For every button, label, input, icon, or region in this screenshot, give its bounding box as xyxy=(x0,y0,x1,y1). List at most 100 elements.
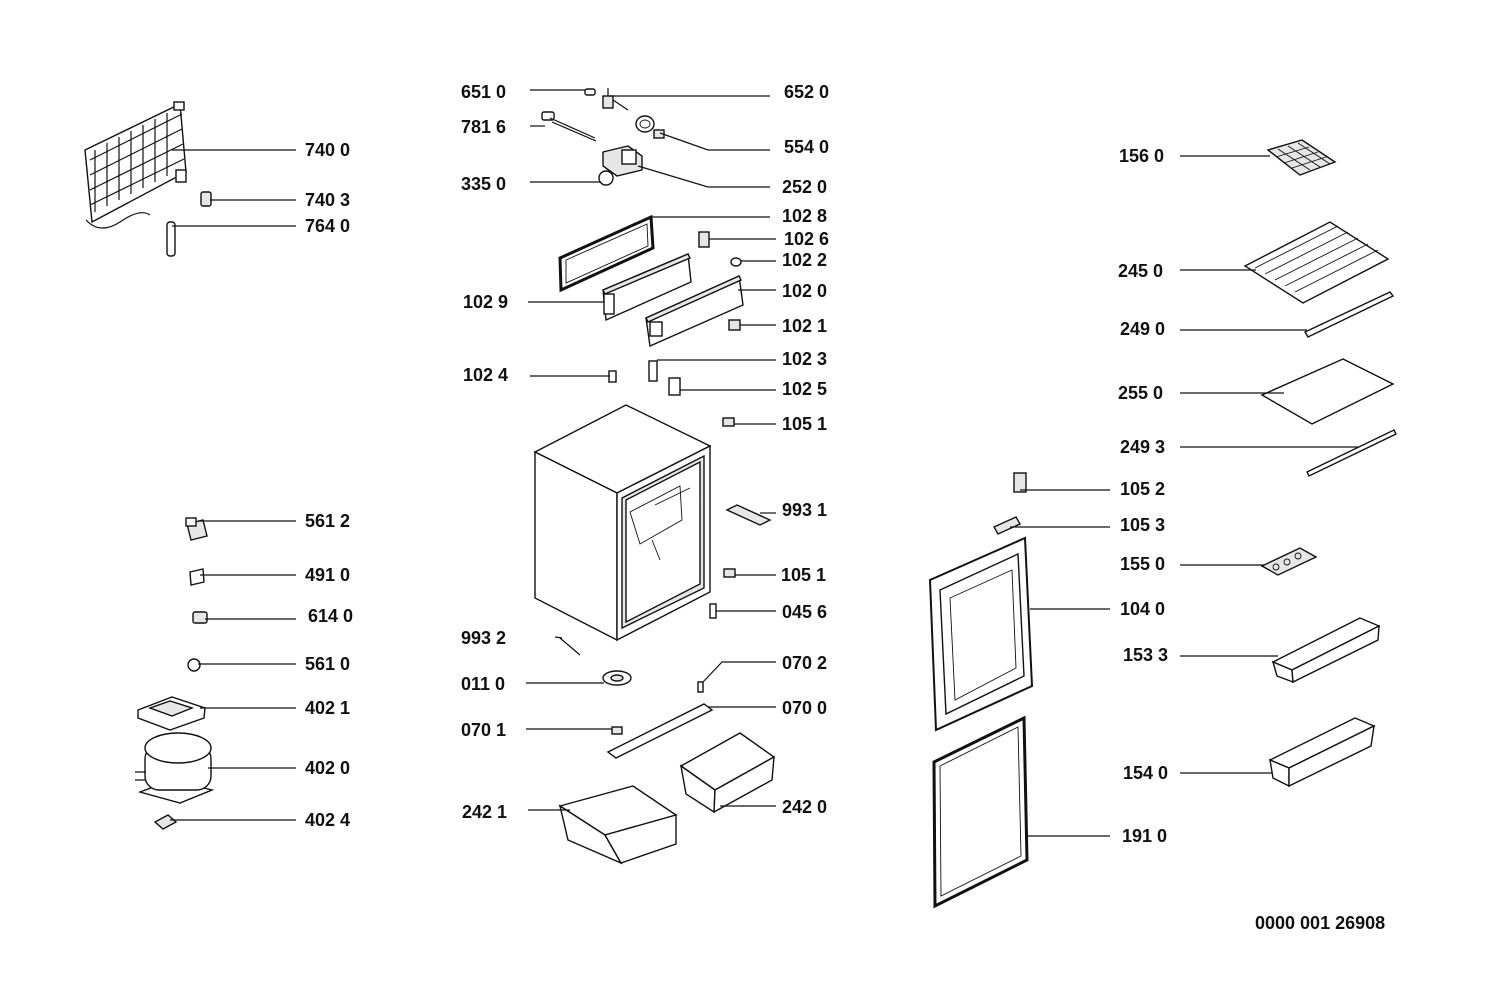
part-labels: 740 0 740 3 764 0 561 2 491 0 614 0 561 … xyxy=(305,82,1385,933)
part-label: 156 0 xyxy=(1119,146,1164,166)
lamp-holder-part xyxy=(598,170,614,186)
compressor-cover-part xyxy=(137,696,206,731)
part-label: 614 0 xyxy=(308,606,353,626)
part-label: 335 0 xyxy=(461,174,506,194)
part-label: 102 3 xyxy=(782,349,827,369)
rail-part xyxy=(606,703,714,759)
part-label: 255 0 xyxy=(1118,383,1163,403)
door-bin-part-2 xyxy=(1268,717,1376,788)
part-label: 249 3 xyxy=(1120,437,1165,457)
condenser-part xyxy=(84,101,187,229)
freezer-door-part xyxy=(602,252,692,322)
hinge-part xyxy=(698,231,710,248)
starter-part xyxy=(187,658,201,672)
wire-shelf-part xyxy=(1243,221,1390,304)
part-label: 491 0 xyxy=(305,565,350,585)
part-label: 155 0 xyxy=(1120,554,1165,574)
door-bin-part xyxy=(1271,617,1381,684)
relay-switch-part xyxy=(185,517,208,541)
part-label: 045 6 xyxy=(782,602,827,622)
part-label: 252 0 xyxy=(782,177,827,197)
part-label: 402 0 xyxy=(305,758,350,778)
leader-lines xyxy=(170,89,1358,837)
part-label: 242 0 xyxy=(782,797,827,817)
crisper-right-part xyxy=(679,732,776,814)
capillary-tube-part xyxy=(166,221,176,257)
cable-part xyxy=(541,111,597,142)
part-label: 781 6 xyxy=(461,117,506,137)
part-label: 105 3 xyxy=(1120,515,1165,535)
knob-part xyxy=(635,115,665,139)
part-label: 102 4 xyxy=(463,365,508,385)
screw-part xyxy=(722,417,735,427)
part-label: 561 2 xyxy=(305,511,350,531)
part-label: 102 9 xyxy=(463,292,508,312)
foot-part xyxy=(697,681,704,693)
part-label: 070 1 xyxy=(461,720,506,740)
part-label: 102 1 xyxy=(782,316,827,336)
part-label: 249 0 xyxy=(1120,319,1165,339)
bracket-small-part xyxy=(611,726,623,735)
freezer-flap-part xyxy=(645,274,744,348)
part-label: 652 0 xyxy=(784,82,829,102)
part-label: 242 1 xyxy=(462,802,507,822)
crisper-left-part xyxy=(558,785,678,865)
pin-part xyxy=(730,257,742,267)
door-gasket-part xyxy=(932,715,1029,909)
part-label: 102 8 xyxy=(782,206,827,226)
freezer-gasket-part xyxy=(558,214,655,293)
door-hinge-part xyxy=(1013,472,1027,493)
clip-part xyxy=(192,611,208,624)
latch-part xyxy=(728,319,741,331)
part-label: 402 1 xyxy=(305,698,350,718)
part-label: 554 0 xyxy=(784,137,829,157)
shelf-strip-part-2 xyxy=(1306,429,1397,477)
diagram-id: 0000 001 26908 xyxy=(1255,913,1385,933)
part-label: 011 0 xyxy=(461,674,505,694)
pad-part xyxy=(608,370,617,383)
part-label: 561 0 xyxy=(305,654,350,674)
egg-tray-part xyxy=(1260,547,1318,576)
drain-tray-part xyxy=(602,670,632,686)
mount-clip-part xyxy=(153,814,178,830)
part-label: 102 6 xyxy=(784,229,829,249)
ice-tray-part xyxy=(1266,139,1337,176)
compressor-part xyxy=(135,732,215,804)
part-label: 993 2 xyxy=(461,628,506,648)
shelf-strip-part xyxy=(1304,291,1395,338)
bolt-part xyxy=(709,603,717,619)
part-label: 105 1 xyxy=(782,414,827,434)
part-label: 651 0 xyxy=(461,82,506,102)
lamp-part xyxy=(584,88,596,96)
hinge-cover-part xyxy=(993,516,1021,535)
filter-dryer-part xyxy=(200,191,212,207)
part-label: 153 3 xyxy=(1123,645,1168,665)
drain-part xyxy=(725,504,772,526)
cabinet-body-part xyxy=(533,404,712,642)
fridge-door-part xyxy=(928,536,1034,732)
part-label: 764 0 xyxy=(305,216,350,236)
glass-shelf-part xyxy=(1260,358,1395,425)
part-label: 402 4 xyxy=(305,810,350,830)
part-label: 102 0 xyxy=(782,281,827,301)
overload-part xyxy=(189,568,205,586)
thermostat-part xyxy=(602,88,629,111)
part-label: 102 5 xyxy=(782,379,827,399)
part-label: 105 2 xyxy=(1120,479,1165,499)
thermostat-housing-part xyxy=(602,145,643,177)
part-label: 070 0 xyxy=(782,698,827,718)
bracket-part xyxy=(648,360,658,382)
part-label: 993 1 xyxy=(782,500,827,520)
part-label: 105 1 xyxy=(781,565,826,585)
part-label: 245 0 xyxy=(1118,261,1163,281)
part-label: 104 0 xyxy=(1120,599,1165,619)
part-label: 102 2 xyxy=(782,250,827,270)
screw-part-2 xyxy=(723,568,736,578)
part-label: 740 0 xyxy=(305,140,350,160)
plate-part xyxy=(668,377,681,396)
part-label: 070 2 xyxy=(782,653,827,673)
part-label: 740 3 xyxy=(305,190,350,210)
wire-part xyxy=(559,637,581,656)
part-label: 191 0 xyxy=(1122,826,1167,846)
